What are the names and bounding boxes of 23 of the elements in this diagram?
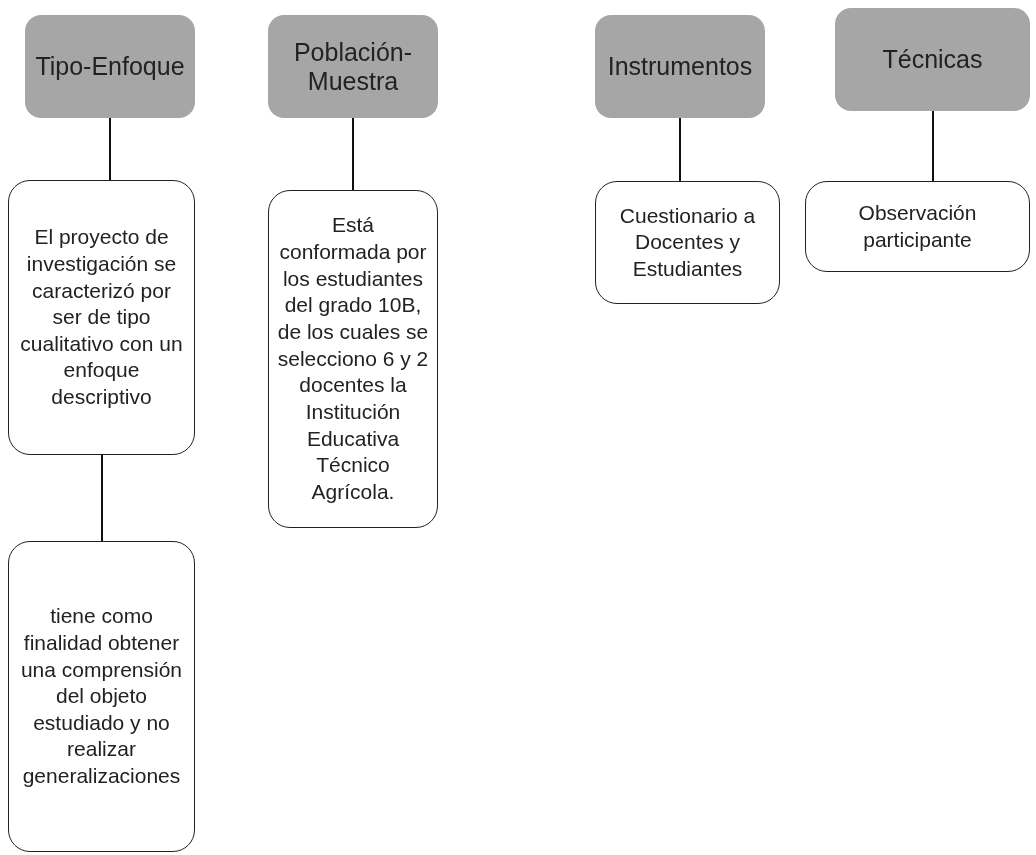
description-text: El proyecto de investigación se caracterizó por ser de tipo cualitativo con un enfoque descriptivo bbox=[19, 224, 184, 411]
connector-line bbox=[679, 117, 681, 182]
category-header-box bbox=[268, 15, 438, 118]
header-text: Población-Muestra bbox=[292, 37, 414, 96]
description-box bbox=[8, 180, 195, 455]
description-box bbox=[595, 181, 780, 304]
category-header-box bbox=[25, 15, 195, 118]
description-box bbox=[268, 190, 438, 528]
header-text: Tipo-Enfoque bbox=[35, 52, 185, 81]
description-text: tiene como finalidad obtener una comprensión del objeto estudiado y no realizar generalizaciones bbox=[19, 603, 184, 790]
header-text: Técnicas bbox=[882, 45, 983, 74]
description-text: Observación participante bbox=[857, 199, 978, 253]
description-text: Cuestionario a Docentes y Estudiantes bbox=[618, 202, 757, 282]
category-header-box bbox=[595, 15, 765, 118]
connector-line bbox=[101, 454, 103, 542]
connector-line bbox=[109, 117, 111, 181]
description-box bbox=[805, 181, 1030, 272]
header-text: Instrumentos bbox=[607, 52, 753, 81]
description-text: Está conformada por los estudiantes del grado 10B, de los cuales se selecciono 6 y 2 docentes la Institución Educativa Técnico Agrícola. bbox=[276, 212, 430, 505]
category-header-box bbox=[835, 8, 1030, 111]
connector-line bbox=[932, 110, 934, 182]
connector-line bbox=[352, 117, 354, 191]
description-box bbox=[8, 541, 195, 852]
